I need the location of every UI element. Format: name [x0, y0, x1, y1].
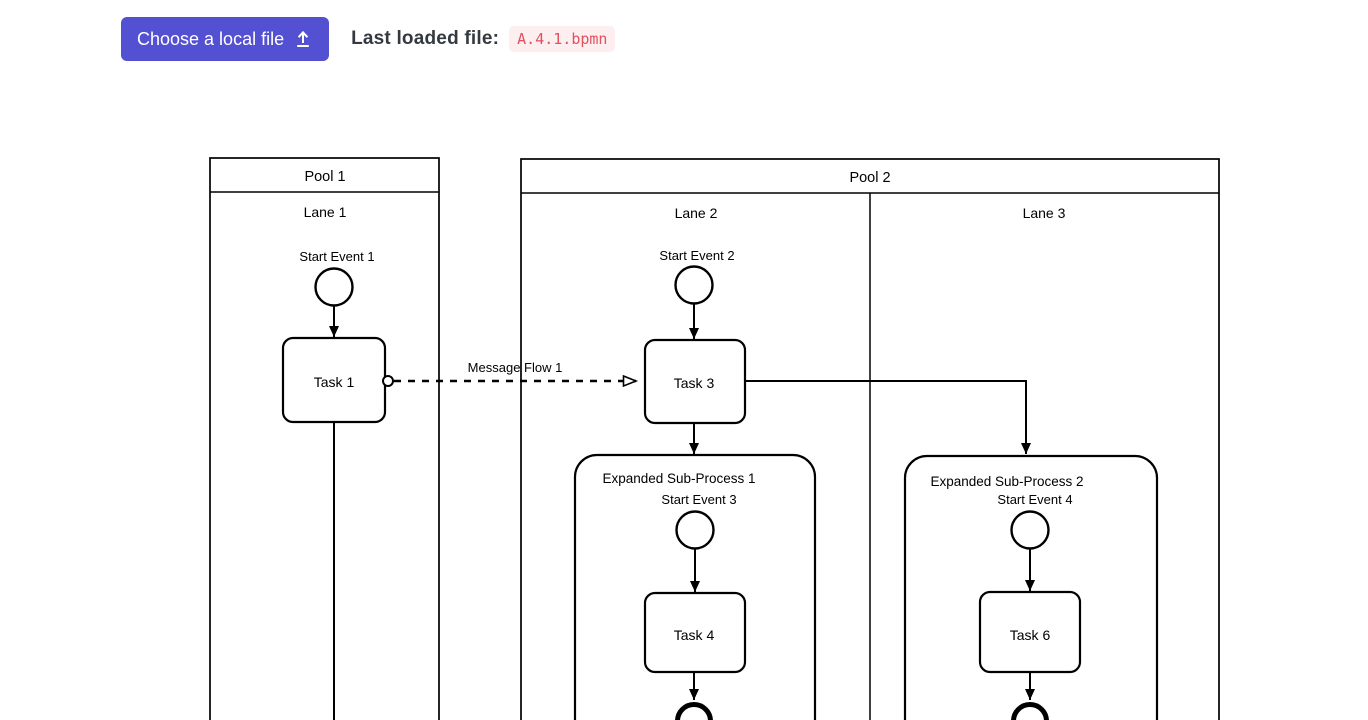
start-event-1-label: Start Event 1 [299, 249, 374, 264]
lane-1-label: Lane 1 [304, 204, 347, 220]
upload-icon [297, 30, 309, 47]
end-event-2[interactable] [1011, 702, 1049, 720]
loaded-file-name-badge: A.4.1.bpmn [509, 26, 616, 52]
task-6-label: Task 6 [1010, 627, 1051, 643]
subprocess-1-label: Expanded Sub-Process 1 [602, 471, 755, 486]
pool-1[interactable]: Pool 1 Lane 1 [209, 157, 440, 720]
last-loaded-label: Last loaded file: [351, 28, 500, 49]
subprocess-1[interactable]: Expanded Sub-Process 1 [573, 453, 817, 720]
choose-file-button[interactable]: Choose a local file [121, 17, 330, 61]
sequence-flow-task3-sub2[interactable] [745, 380, 1031, 454]
end-event-1[interactable] [675, 702, 713, 720]
lane-2-label: Lane 2 [675, 205, 718, 221]
toolbar: Choose a local file Last loaded file: A.… [121, 17, 616, 61]
message-flow-1[interactable]: Message Flow 1 [382, 360, 636, 387]
task-3[interactable]: Task 3 [643, 338, 747, 425]
task-4[interactable]: Task 4 [643, 591, 747, 674]
pool-2-label: Pool 2 [849, 170, 890, 186]
start-event-2-label: Start Event 2 [659, 248, 734, 263]
start-event-4-label: Start Event 4 [997, 492, 1072, 507]
pool-2[interactable]: Pool 2 Lane 2 Lane 3 [520, 158, 1220, 720]
task-1-label: Task 1 [314, 374, 355, 390]
task-1[interactable]: Task 1 [281, 336, 387, 424]
last-loaded-file-group: Last loaded file: A.4.1.bpmn [351, 26, 616, 52]
message-flow-1-label: Message Flow 1 [468, 360, 563, 375]
task-3-label: Task 3 [674, 375, 715, 391]
pool-1-label: Pool 1 [304, 169, 345, 185]
task-4-label: Task 4 [674, 627, 715, 643]
subprocess-2-label: Expanded Sub-Process 2 [930, 474, 1083, 489]
start-event-3[interactable]: Start Event 3 [661, 492, 737, 550]
start-event-2[interactable]: Start Event 2 [659, 248, 735, 305]
start-event-1[interactable]: Start Event 1 [299, 249, 375, 307]
task-6[interactable]: Task 6 [978, 590, 1082, 674]
start-event-3-label: Start Event 3 [661, 492, 736, 507]
subprocess-2[interactable]: Expanded Sub-Process 2 [903, 454, 1159, 720]
choose-file-button-label: Choose a local file [137, 29, 285, 49]
lane-3-label: Lane 3 [1023, 205, 1066, 221]
message-flow-source-dot [382, 375, 394, 387]
start-event-4[interactable]: Start Event 4 [997, 492, 1073, 550]
